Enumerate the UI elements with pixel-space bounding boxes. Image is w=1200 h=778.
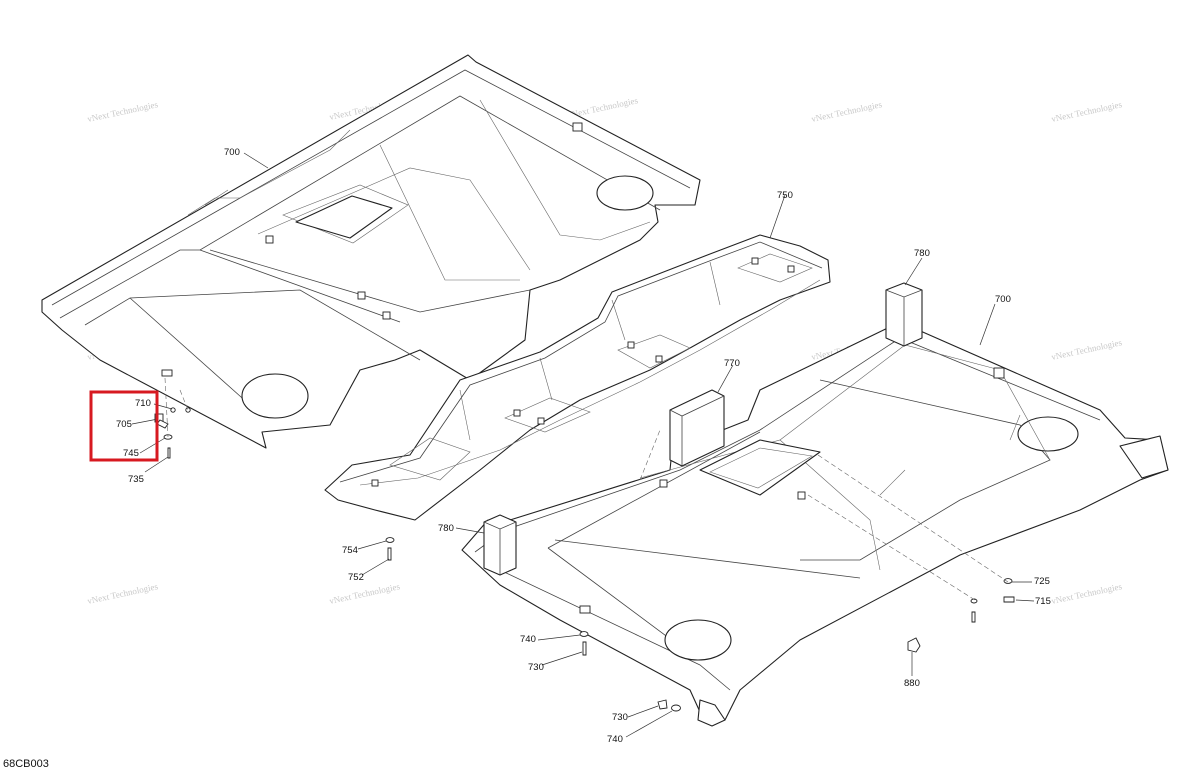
- callout-715: 715: [1035, 596, 1051, 607]
- callout-752: 752: [348, 572, 364, 583]
- callout-740-upper: 740: [520, 634, 536, 645]
- drawing-code: 68CB003: [3, 758, 49, 770]
- callout-770: 770: [724, 358, 740, 369]
- watermark: vNext Technologies: [1050, 337, 1123, 362]
- callout-754: 754: [342, 545, 358, 556]
- callout-705: 705: [116, 419, 132, 430]
- callout-750: 750: [777, 190, 793, 201]
- watermark: vNext Technologies: [86, 581, 159, 606]
- foam-block-780-upper: [885, 282, 923, 347]
- callout-710: 710: [135, 398, 151, 409]
- callout-700-left: 700: [224, 147, 240, 158]
- watermark: vNext Technologies: [1050, 99, 1123, 124]
- hardware-fasteners: [154, 377, 1015, 712]
- watermark: vNext Technologies: [86, 99, 159, 124]
- callout-780-lower: 780: [438, 523, 454, 534]
- floor-panel-right: [461, 321, 1169, 727]
- callout-880: 880: [904, 678, 920, 689]
- highlight-box: [89, 390, 159, 462]
- watermark: vNext Technologies: [328, 581, 401, 606]
- floor-panel-left: [41, 54, 701, 449]
- callout-740-lower: 740: [607, 734, 623, 745]
- watermark: vNext Technologies: [1050, 581, 1123, 606]
- foam-block-780-lower: [483, 514, 517, 576]
- callout-735: 735: [128, 474, 144, 485]
- callout-730-lower: 730: [612, 712, 628, 723]
- foam-block-770: [669, 389, 725, 467]
- callout-730-upper: 730: [528, 662, 544, 673]
- callout-700-right: 700: [995, 294, 1011, 305]
- center-tunnel-panel: [324, 234, 831, 521]
- watermark: vNext Technologies: [810, 99, 883, 124]
- callout-725: 725: [1034, 576, 1050, 587]
- callout-labels: 700 750 780 700 770 710 705 745 735 780 …: [116, 147, 1051, 745]
- callout-780-upper: 780: [914, 248, 930, 259]
- callout-745: 745: [123, 448, 139, 459]
